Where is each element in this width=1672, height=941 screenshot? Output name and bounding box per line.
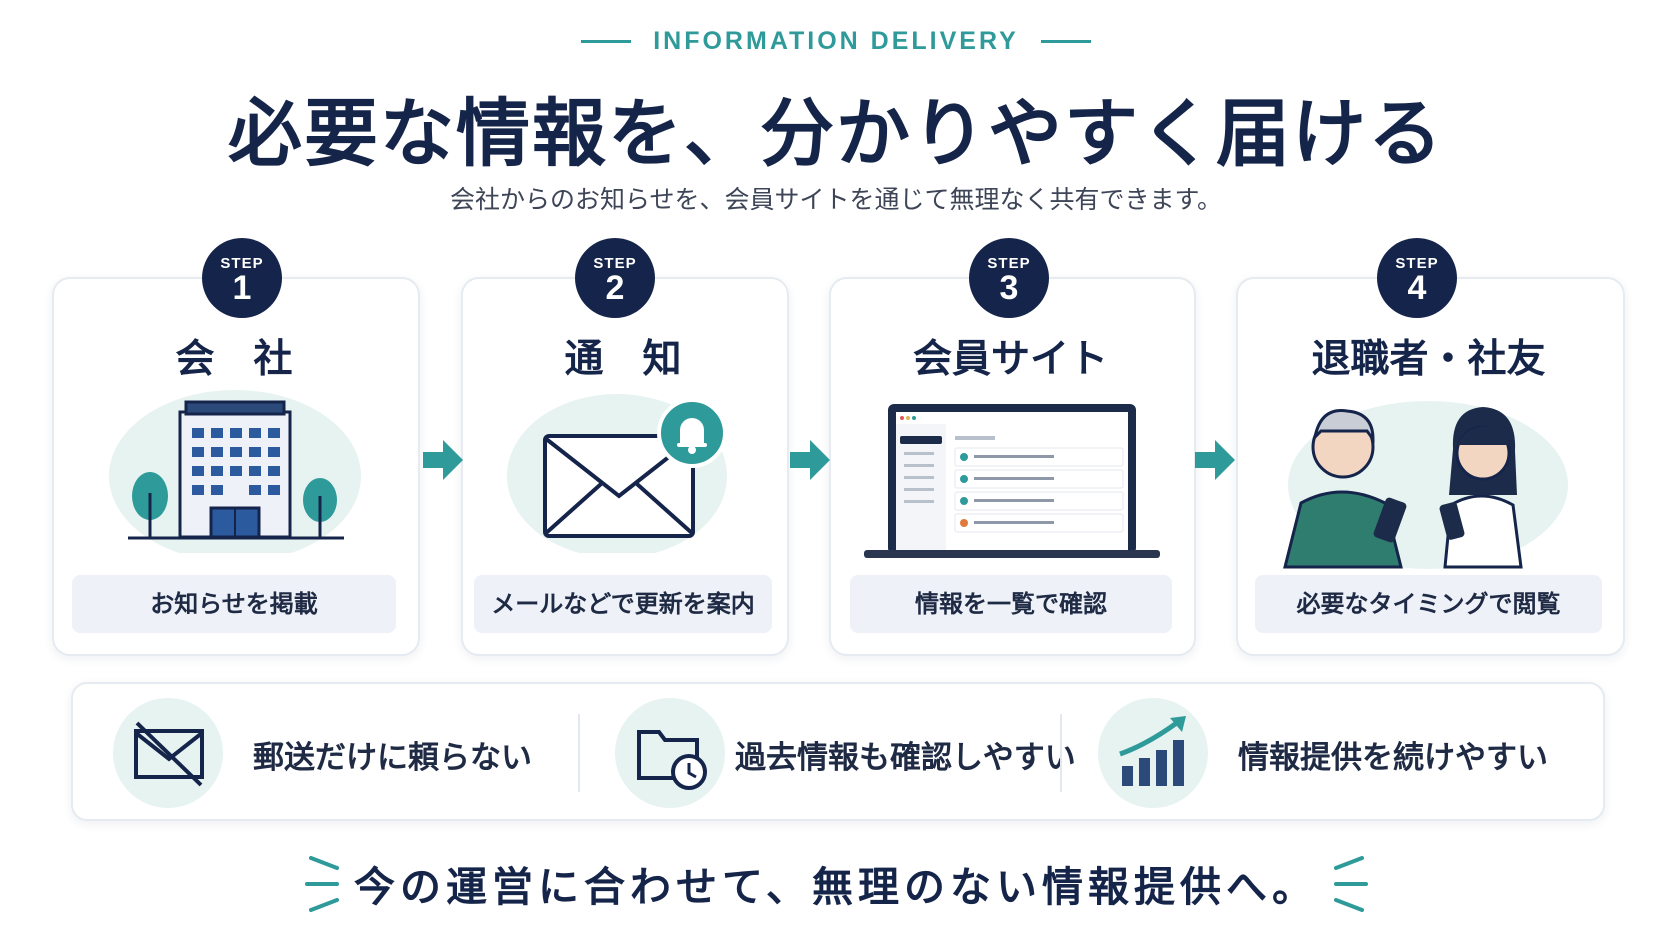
step-badge-label: STEP — [593, 255, 637, 272]
no-mail-icon — [134, 721, 204, 787]
feature-divider — [578, 714, 580, 792]
step-title-4: 退職者・社友 — [1311, 337, 1546, 382]
step-title-1: 会 社 — [175, 337, 293, 382]
step-badge-number: 2 — [605, 269, 625, 307]
page-title: 必要な情報を、分かりやすく届ける — [228, 91, 1444, 177]
feature-icon-circle — [615, 698, 725, 808]
step-title-2: 通 知 — [564, 337, 682, 382]
step-badge-number: 1 — [232, 269, 252, 307]
feature-divider — [1060, 714, 1062, 792]
eyebrow-line-right — [1040, 39, 1091, 43]
laptop-icon — [864, 404, 1160, 558]
feature-icon-circle — [1098, 698, 1208, 808]
envelope-bell-icon — [507, 394, 727, 553]
arrow-right-icon — [423, 440, 463, 480]
step-caption-4: 必要なタイミングで閲覧 — [1255, 575, 1602, 633]
step-badge-label: STEP — [987, 255, 1031, 272]
arrow-right-icon — [1195, 440, 1235, 480]
feature-label: 情報提供を続けやすい — [1238, 740, 1548, 776]
feature-label: 郵送だけに頼らない — [253, 740, 532, 776]
step-caption-3: 情報を一覧で確認 — [850, 575, 1172, 633]
step-caption-1: お知らせを掲載 — [72, 575, 396, 633]
arrow-right-icon — [790, 440, 830, 480]
step-caption-2: メールなどで更新を案内 — [474, 575, 772, 633]
step-badge-number: 3 — [999, 269, 1019, 307]
folder-clock-icon — [637, 730, 707, 790]
step-badge-label: STEP — [220, 255, 264, 272]
feature-past-info: 過去情報も確認しやすい — [615, 684, 1076, 819]
eyebrow-text: INFORMATION DELIVERY — [653, 26, 1019, 55]
eyebrow-row: INFORMATION DELIVERY — [0, 26, 1672, 56]
features-panel: 郵送だけに頼らない 過去情報も確認しやすい 情報提供を続けやすい — [71, 682, 1605, 821]
eyebrow-line-left — [581, 39, 632, 43]
tagline: 今の運営に合わせて、無理のない情報提供へ。 — [354, 863, 1318, 911]
feature-label: 過去情報も確認しやすい — [735, 740, 1076, 776]
burst-right-icon — [1334, 856, 1368, 912]
office-building-icon — [109, 390, 361, 553]
feature-no-mail: 郵送だけに頼らない — [113, 684, 553, 819]
page-subtitle: 会社からのお知らせを、会員サイトを通じて無理なく共有できます。 — [449, 185, 1222, 214]
feature-continuity: 情報提供を続けやすい — [1098, 684, 1568, 819]
step-badge-label: STEP — [1395, 255, 1439, 272]
step-title-3: 会員サイト — [912, 337, 1108, 382]
growth-chart-icon — [1119, 716, 1186, 786]
people-phones-icon — [1283, 401, 1568, 569]
step-badge-number: 4 — [1407, 269, 1427, 307]
burst-left-icon — [305, 856, 339, 912]
